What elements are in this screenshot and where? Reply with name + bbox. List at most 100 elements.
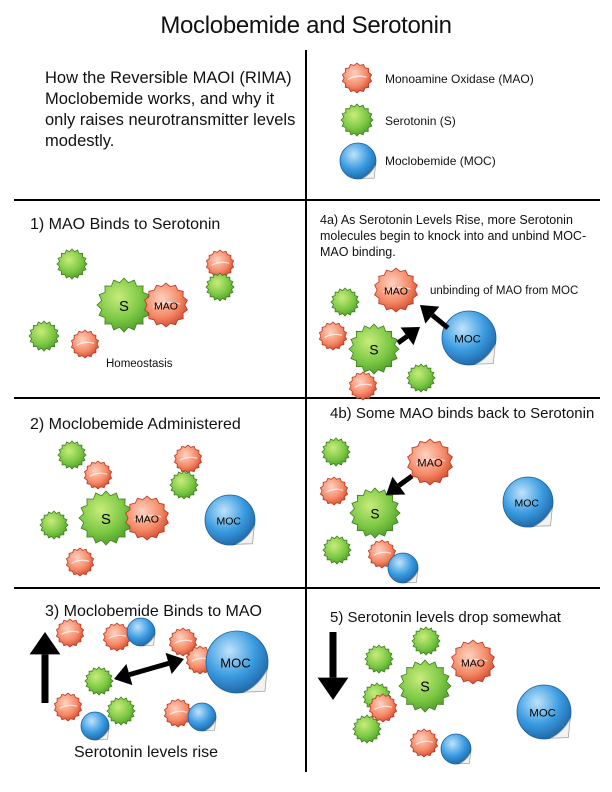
- mao-label: MAO: [417, 458, 443, 470]
- mao-molecule: [163, 698, 193, 728]
- mao-molecule: [368, 693, 398, 723]
- mao-highlight: [373, 551, 392, 556]
- mao-molecule: [348, 371, 378, 401]
- mao-highlight: [59, 704, 78, 709]
- mao-highlight: [415, 740, 434, 745]
- serotonin-molecule: [398, 659, 452, 713]
- panel-2-title: 2) Moclobemide Administered: [30, 416, 241, 433]
- serotonin-molecule: [411, 626, 441, 656]
- mao-label: MAO: [154, 300, 178, 312]
- serotonin-molecule: [349, 487, 401, 539]
- arrow-head: [317, 677, 349, 700]
- mao-molecule: [144, 282, 188, 328]
- moc-peel: [475, 344, 496, 365]
- panel-4a-note: unbinding of MAO from MOC: [430, 285, 579, 297]
- mao-highlight: [324, 333, 343, 338]
- arrow-shaft: [396, 334, 409, 346]
- moc-molecule: [187, 702, 217, 732]
- mao-molecule: [318, 321, 348, 351]
- serotonin-molecule: [57, 440, 87, 470]
- serotonin-molecule: [39, 510, 69, 540]
- serotonin-molecule: [330, 287, 360, 317]
- panel-1-note: Homeostasis: [106, 358, 173, 370]
- mao-molecule: [319, 476, 349, 506]
- intro-text: How the Reversible MAOI (RIMA) Moclobemi…: [45, 69, 296, 150]
- serotonin-label: S: [420, 680, 430, 696]
- moc-molecule: [441, 310, 497, 366]
- moc-peel: [406, 571, 418, 583]
- serotonin-label: S: [370, 507, 379, 522]
- serotonin-molecule: [106, 696, 136, 726]
- moc-label: MOC: [454, 334, 480, 346]
- serotonin-molecule: [169, 470, 199, 500]
- panel-3-note: Serotonin levels rise: [74, 744, 219, 761]
- serotonin-label: S: [101, 512, 111, 528]
- mao-molecule: [102, 622, 132, 652]
- legend-serotonin-label: Serotonin (S): [385, 114, 456, 128]
- moc-molecule: [502, 476, 554, 528]
- serotonin-molecule: [352, 714, 382, 744]
- mao-label: MAO: [384, 285, 408, 297]
- mao-molecule: [374, 267, 418, 313]
- serotonin-molecule: [340, 103, 374, 137]
- mao-highlight: [152, 301, 181, 308]
- serotonin-molecule: [205, 272, 235, 302]
- arrow-head: [29, 632, 61, 655]
- mao-molecule: [83, 460, 113, 490]
- serotonin-molecule: [321, 437, 351, 467]
- moc-peel: [244, 669, 268, 693]
- arrow-head: [400, 327, 420, 346]
- moc-peel: [550, 718, 571, 739]
- mao-label: MAO: [135, 513, 159, 525]
- moc-peel: [534, 508, 553, 527]
- mao-molecule: [53, 692, 83, 722]
- moc-label: MOC: [220, 655, 250, 670]
- serotonin-molecule: [322, 535, 352, 565]
- moc-molecule: [440, 733, 472, 765]
- mao-highlight: [89, 472, 108, 477]
- mao-highlight: [179, 456, 198, 461]
- mao-highlight: [325, 488, 344, 493]
- page-title: Moclobemide and Serotonin: [160, 12, 452, 39]
- arrow-head: [386, 476, 406, 495]
- mao-molecule: [173, 444, 203, 474]
- mao-molecule: [341, 62, 373, 94]
- moc-peel: [205, 720, 216, 731]
- mao-highlight: [211, 261, 230, 266]
- panel-3-title: 3) Moclobemide Binds to MAO: [45, 603, 262, 620]
- legend-mao-label: Monoamine Oxidase (MAO): [385, 72, 534, 86]
- mao-molecule: [125, 495, 169, 541]
- mao-highlight: [415, 458, 446, 465]
- mao-highlight: [76, 341, 95, 346]
- mao-highlight: [71, 559, 90, 564]
- legend-moc-label: Moclobemide (MOC): [385, 154, 496, 168]
- panel-grid: [14, 50, 600, 772]
- panel-4b-title: 4b) Some MAO binds back to Serotonin: [330, 405, 595, 422]
- serotonin-molecule: [84, 666, 114, 696]
- mao-molecule: [451, 639, 495, 685]
- moc-peel: [236, 526, 255, 545]
- moc-molecule: [80, 711, 110, 741]
- mao-molecule: [409, 728, 439, 758]
- moc-peel: [362, 165, 376, 179]
- serotonin-molecule: [56, 248, 88, 280]
- mao-highlight: [133, 514, 162, 521]
- serotonin-label: S: [119, 299, 129, 315]
- mao-highlight: [374, 705, 393, 710]
- mao-highlight: [174, 639, 193, 644]
- moc-molecule: [205, 630, 269, 694]
- arrow-shaft: [128, 660, 170, 678]
- moc-molecule: [516, 684, 572, 740]
- moc-molecule: [204, 494, 256, 546]
- moc-peel: [144, 635, 155, 646]
- panel-4a-title: 4a) As Serotonin Levels Rise, more Serot…: [320, 213, 587, 259]
- serotonin-label: S: [369, 343, 378, 358]
- mao-highlight: [382, 286, 411, 293]
- arrow-shaft: [397, 473, 414, 488]
- arrow-shaft: [430, 313, 450, 330]
- moc-peel: [459, 752, 471, 764]
- moc-peel: [98, 729, 109, 740]
- arrow-head: [165, 652, 184, 674]
- arrow-head: [420, 305, 440, 324]
